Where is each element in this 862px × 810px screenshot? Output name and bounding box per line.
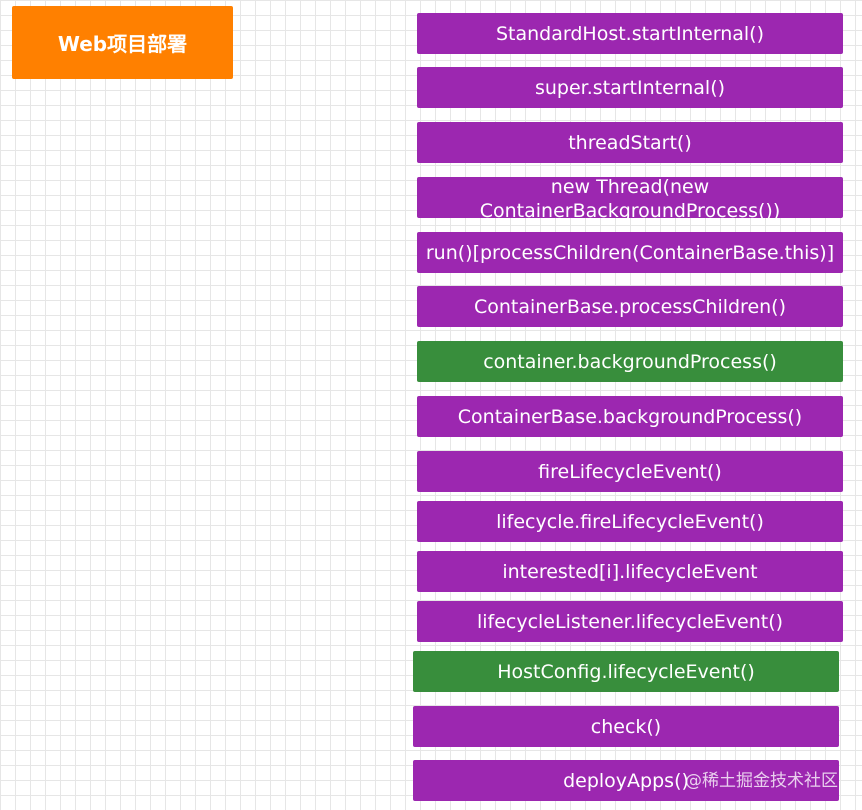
web-deploy-title: Web项目部署: [57, 32, 188, 56]
step-threadstart: threadStart(): [417, 122, 843, 163]
step-run-processchildren: run()[processChildren(ContainerBase.this…: [417, 232, 843, 273]
step-new-thread: new Thread(new ContainerBackgroundProces…: [417, 176, 843, 222]
step-container-backgroundprocess: container.backgroundProcess(): [417, 341, 843, 382]
step-containerbase-processchildren: ContainerBase.processChildren(): [417, 286, 843, 327]
step-check: check(): [413, 706, 839, 747]
step-hostconfig-lifecycleevent: HostConfig.lifecycleEvent(): [413, 651, 839, 692]
step-deployapps: deployApps(): [413, 760, 839, 801]
step-containerbase-backgroundprocess: ContainerBase.backgroundProcess(): [417, 396, 843, 437]
web-deploy-title-box: Web项目部署: [12, 6, 233, 79]
step-standardhost-startinternal: StandardHost.startInternal(): [417, 13, 843, 54]
step-lifecycle-firelifecycleevent: lifecycle.fireLifecycleEvent(): [417, 501, 843, 542]
step-super-startinternal: super.startInternal(): [417, 67, 843, 108]
step-lifecyclelistener-lifecycleevent: lifecycleListener.lifecycleEvent(): [417, 601, 843, 642]
step-firelifecycleevent: fireLifecycleEvent(): [417, 451, 843, 492]
step-interested-lifecycleevent: interested[i].lifecycleEvent: [417, 551, 843, 592]
